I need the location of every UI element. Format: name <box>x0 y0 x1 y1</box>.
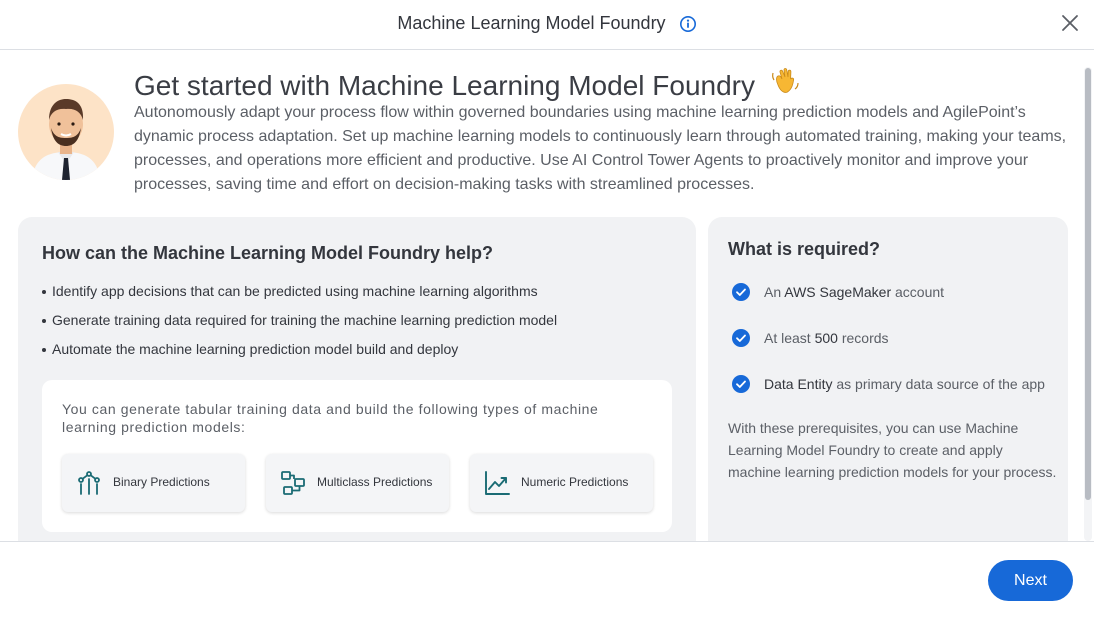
requirement-strong: AWS SageMaker <box>784 284 892 300</box>
multiclass-predictions-icon <box>281 471 305 495</box>
numeric-predictions-label: Numeric Predictions <box>521 475 629 489</box>
scrollbar-thumb[interactable] <box>1085 68 1091 500</box>
hero-description: Autonomously adapt your process flow wit… <box>134 104 1067 193</box>
help-bullet: Generate training data required for trai… <box>41 312 557 341</box>
info-icon[interactable] <box>679 15 697 33</box>
dialog-title-wrap: Machine Learning Model Foundry <box>0 13 1094 34</box>
multiclass-predictions-label: Multiclass Predictions <box>317 475 433 489</box>
help-bullet-list: Identify app decisions that can be predi… <box>41 283 557 370</box>
dialog-body: Get started with Machine Learning Model … <box>0 51 1094 541</box>
dialog-header: Machine Learning Model Foundry <box>0 0 1094 50</box>
check-circle-icon <box>732 375 750 393</box>
requirement-text: At least 500 records <box>764 330 889 346</box>
waving-hand-icon <box>771 68 799 93</box>
hero-title-wrap: Get started with Machine Learning Model … <box>134 65 801 102</box>
help-card: How can the Machine Learning Model Found… <box>18 217 696 541</box>
requirement-strong: Data Entity <box>764 376 833 392</box>
help-heading: How can the Machine Learning Model Found… <box>42 243 494 263</box>
binary-predictions-label: Binary Predictions <box>113 475 210 489</box>
check-circle-icon <box>732 329 750 347</box>
vertical-scrollbar[interactable] <box>1084 67 1092 541</box>
model-types-panel: You can generate tabular training data a… <box>42 380 672 532</box>
numeric-predictions-icon <box>485 471 510 495</box>
model-types-intro: You can generate tabular training data a… <box>62 401 599 435</box>
check-circle-icon <box>732 283 750 301</box>
binary-predictions-icon <box>78 471 100 495</box>
requirements-note: With these prerequisites, you can use Ma… <box>728 420 1057 480</box>
help-bullet: Identify app decisions that can be predi… <box>41 283 557 312</box>
requirements-heading: What is required? <box>728 239 881 259</box>
next-button[interactable]: Next <box>988 560 1073 601</box>
multiclass-predictions-tile[interactable]: Multiclass Predictions <box>266 454 449 512</box>
numeric-predictions-tile[interactable]: Numeric Predictions <box>470 454 653 512</box>
requirement-prefix: At least <box>764 330 815 346</box>
requirement-strong: 500 <box>814 330 838 346</box>
binary-predictions-tile[interactable]: Binary Predictions <box>62 454 245 512</box>
avatar-illustration <box>32 99 100 180</box>
requirement-text: Data Entity as primary data source of th… <box>764 376 1045 392</box>
requirements-card: What is required? An AWS SageMaker accou… <box>708 217 1068 541</box>
dialog-footer: Next <box>0 541 1094 620</box>
requirement-text: An AWS SageMaker account <box>764 284 944 300</box>
requirement-suffix: records <box>837 330 889 346</box>
close-icon[interactable] <box>1058 10 1082 36</box>
requirement-suffix: account <box>891 284 945 300</box>
dialog-title: Machine Learning Model Foundry <box>397 13 666 33</box>
help-bullet: Automate the machine learning prediction… <box>41 341 557 370</box>
requirement-prefix: An <box>764 284 785 300</box>
avatar <box>18 84 114 180</box>
hero-title: Get started with Machine Learning Model … <box>134 70 755 101</box>
requirement-suffix: as primary data source of the app <box>832 376 1045 392</box>
